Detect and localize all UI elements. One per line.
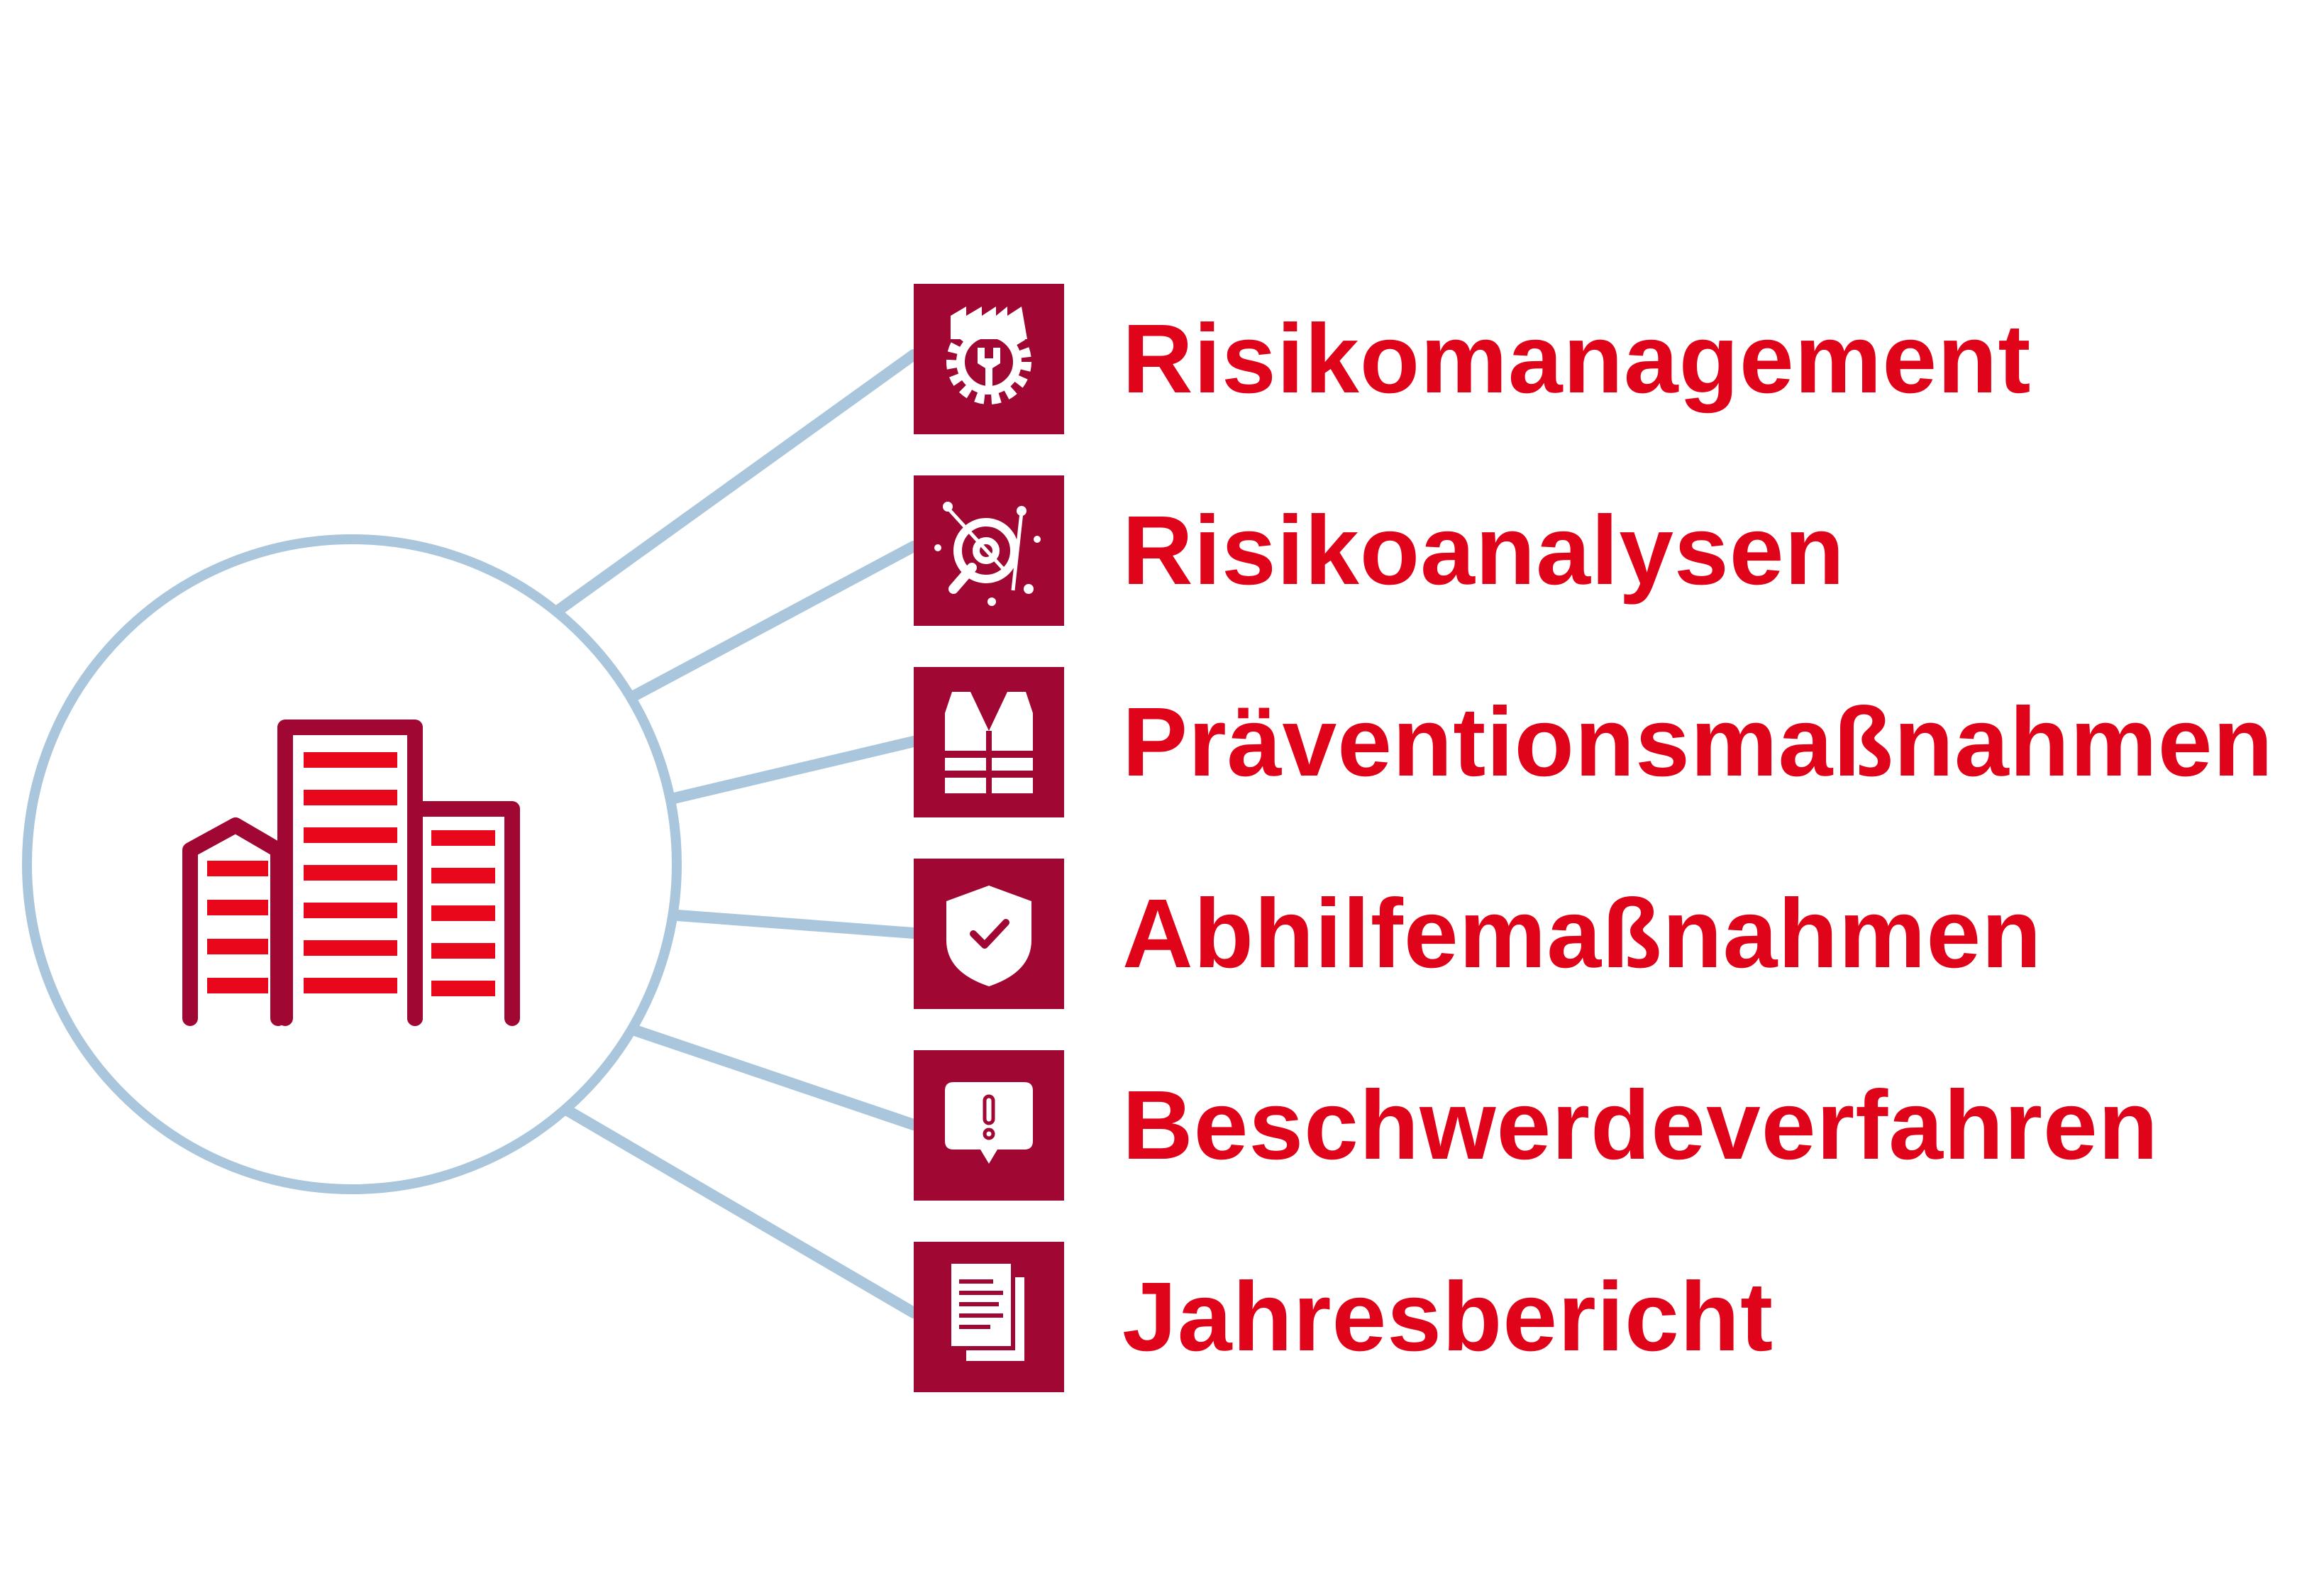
connector-line <box>629 541 919 701</box>
hub-circle <box>22 534 682 1194</box>
label-risikoanalysen: Risikoanalysen <box>1122 496 1845 605</box>
safety-vest-icon <box>945 692 1033 793</box>
label-abhilfemassnahmen: Abhilfemaßnahmen <box>1122 879 2042 988</box>
target-analysis-icon <box>934 502 1041 606</box>
tile-abhilfemassnahmen <box>914 859 1064 1009</box>
tile-risikomanagement <box>914 284 1064 434</box>
alert-speech-bubble-icon <box>945 1082 1033 1164</box>
tile-praeventionsmassnahmen <box>914 667 1064 817</box>
label-jahresbericht: Jahresbericht <box>1122 1262 1774 1372</box>
gear-factory-wrench-icon <box>946 307 1031 404</box>
label-beschwerdeverfahren: Beschwerdeverfahren <box>1122 1071 2159 1180</box>
tile-beschwerdeverfahren <box>914 1050 1064 1201</box>
connector-line <box>562 1105 919 1318</box>
connector-lines <box>555 349 919 1318</box>
tile-jahresbericht <box>914 1242 1064 1392</box>
tile-risikoanalysen <box>914 475 1064 626</box>
connector-line <box>555 349 919 614</box>
connector-line <box>668 736 919 804</box>
connector-line <box>629 1025 919 1130</box>
shield-check-icon <box>946 886 1031 986</box>
label-praeventionsmassnahmen: Präventionsmaßnahmen <box>1122 688 2274 797</box>
label-risikomanagement: Risikomanagement <box>1122 304 2032 414</box>
connector-line <box>672 910 919 939</box>
office-buildings-icon <box>182 720 520 1026</box>
report-document-icon <box>947 1259 1024 1361</box>
